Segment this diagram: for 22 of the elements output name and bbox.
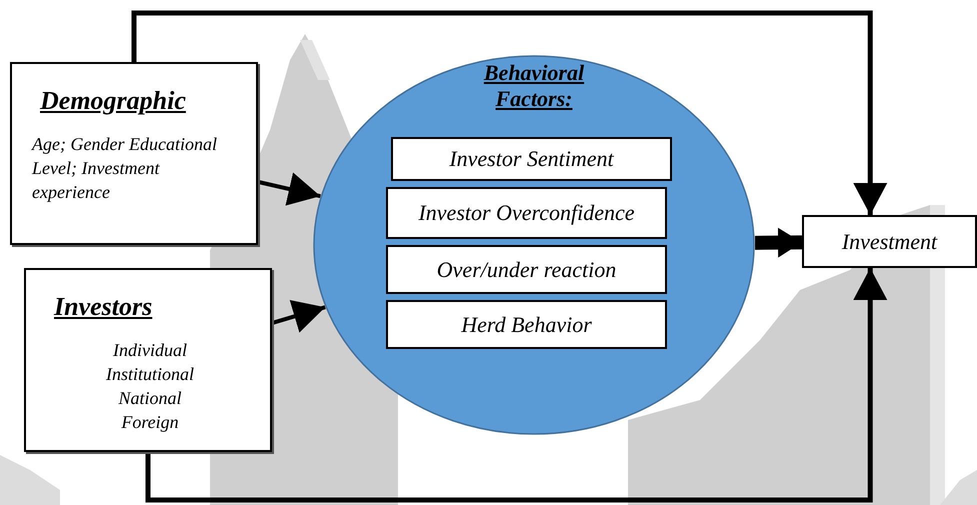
box-label: Over/under reaction	[436, 256, 616, 282]
input-box	[10, 62, 258, 245]
box-label: Investor Overconfidence	[418, 200, 635, 226]
box-heading: Demographic	[40, 86, 186, 116]
arrow	[754, 228, 802, 258]
arrow	[146, 268, 888, 502]
box-label: Herd Behavior	[461, 312, 592, 338]
factor-box	[386, 300, 667, 349]
factor-box	[386, 187, 667, 239]
arrow	[271, 300, 326, 333]
box-body-text: Age; Gender Educational Level; Investment experience	[32, 133, 218, 204]
factor-box	[391, 137, 672, 181]
arrow	[258, 172, 321, 206]
arrow	[132, 10, 888, 215]
factor-box	[386, 245, 667, 294]
box-body-text: Individual Institutional National Foreign	[104, 339, 195, 434]
input-box	[24, 268, 272, 452]
box-label: Investor Sentiment	[449, 146, 614, 172]
input-box	[802, 215, 977, 268]
ellipse-heading: Behavioral Factors:	[483, 60, 585, 112]
box-heading: Investors	[54, 292, 152, 322]
box-label: Investment	[842, 228, 938, 254]
